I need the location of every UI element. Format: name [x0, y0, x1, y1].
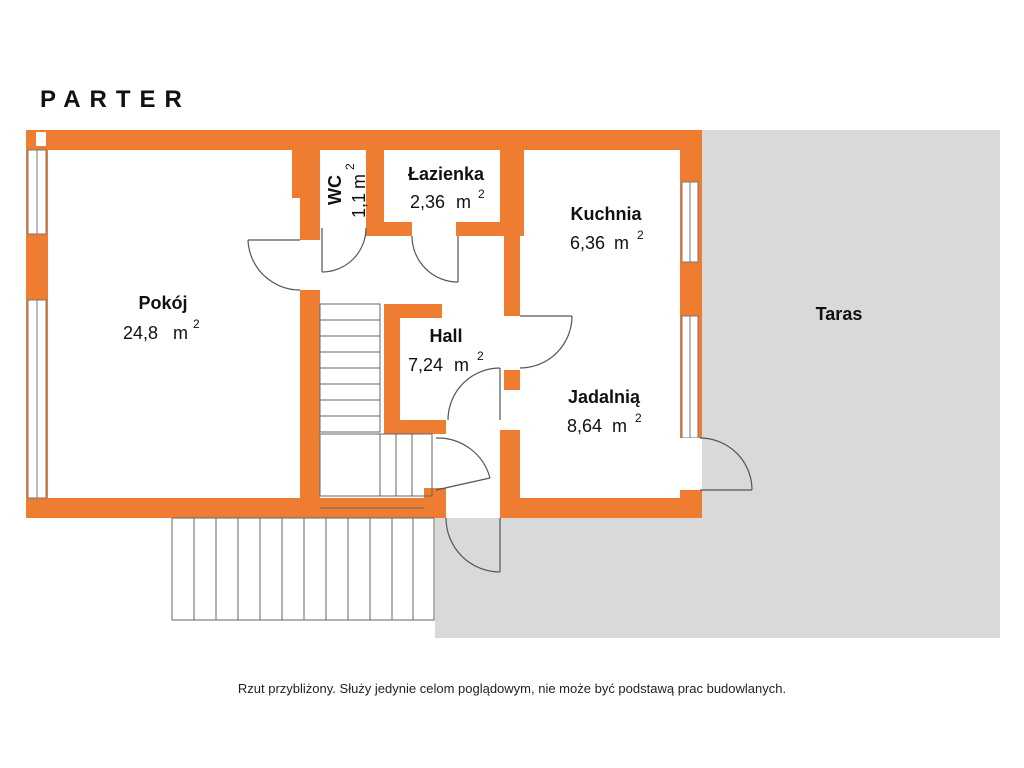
room-unit-exp: 2 [193, 317, 200, 331]
room-unit: m [614, 233, 629, 253]
room-area: 1,1 [349, 193, 369, 218]
terrace [435, 130, 1000, 638]
terrace-label: Taras [816, 304, 863, 324]
interior-stairs [319, 303, 433, 509]
floor-title: PARTER [40, 86, 191, 113]
room-unit-exp: 2 [477, 349, 484, 363]
room-area: 24,8 [123, 323, 158, 343]
room-lazienka: Łazienka 2,36 m 2 [408, 164, 485, 212]
doors [247, 222, 753, 573]
room-name: Hall [429, 326, 462, 346]
room-unit: m [612, 416, 627, 436]
disclaimer-note: Rzut przybliżony. Służy jedynie celom po… [237, 681, 787, 696]
room-name: WC [325, 175, 345, 205]
room-unit-exp: 2 [478, 187, 485, 201]
room-jadalnia: Jadalnią 8,64 m 2 [567, 387, 642, 436]
room-unit: m [349, 174, 369, 189]
room-kuchnia: Kuchnia 6,36 m 2 [570, 204, 644, 253]
room-hall: Hall 7,24 m 2 [408, 326, 484, 375]
room-area: 6,36 [570, 233, 605, 253]
room-unit: m [456, 192, 471, 212]
entrance-stairs [171, 517, 435, 621]
room-unit: m [454, 355, 469, 375]
room-unit-exp: 2 [637, 228, 644, 242]
room-unit-exp: 2 [343, 163, 357, 170]
room-wc: WC 1,1 m 2 [325, 163, 369, 218]
room-name: Pokój [138, 293, 187, 313]
room-area: 2,36 [410, 192, 445, 212]
windows [27, 132, 699, 499]
room-area: 7,24 [408, 355, 443, 375]
room-unit: m [173, 323, 188, 343]
room-name: Łazienka [408, 164, 485, 184]
room-area: 8,64 [567, 416, 602, 436]
room-name: Kuchnia [570, 204, 642, 224]
room-unit-exp: 2 [635, 411, 642, 425]
room-pokoj: Pokój 24,8 m 2 [123, 293, 200, 343]
room-name: Jadalnią [568, 387, 641, 407]
